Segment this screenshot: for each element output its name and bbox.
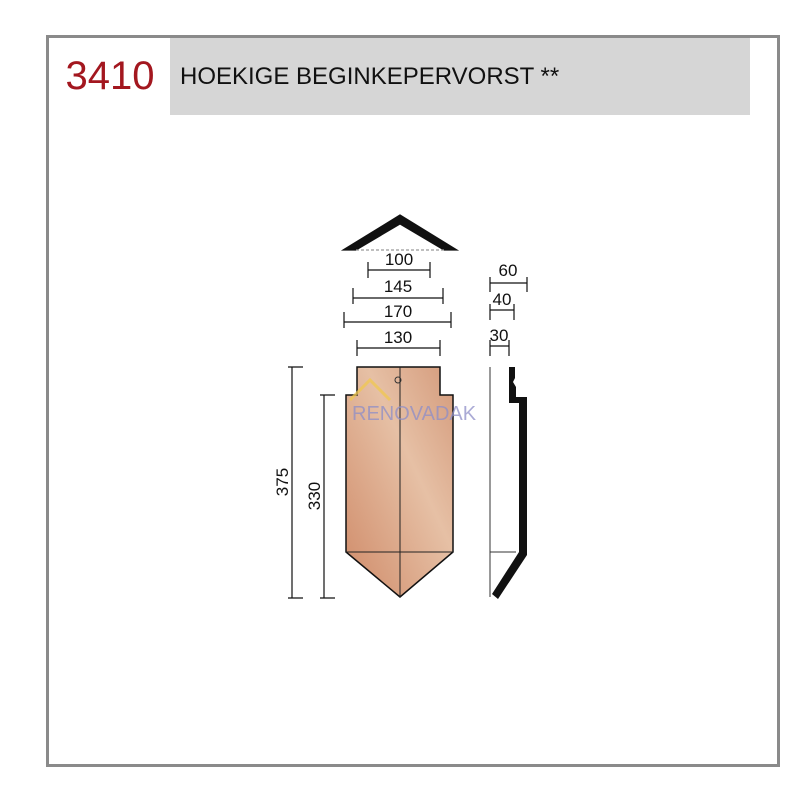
dim-330: 330 bbox=[305, 482, 324, 510]
ridge-cross-section bbox=[340, 214, 460, 251]
tile-side-view bbox=[489, 367, 527, 599]
dim-60: 60 bbox=[499, 261, 518, 280]
product-frame bbox=[46, 35, 780, 767]
watermark-logo: RENOVADAK bbox=[348, 377, 477, 425]
dim-145: 145 bbox=[384, 277, 412, 296]
dim-375: 375 bbox=[273, 468, 292, 496]
dim-170: 170 bbox=[384, 302, 412, 321]
dim-130: 130 bbox=[384, 328, 412, 347]
product-title: HOEKIGE BEGINKEPERVORST ** bbox=[180, 63, 560, 90]
product-code: 3410 bbox=[65, 54, 155, 98]
tile-front-view bbox=[345, 366, 454, 598]
dim-40: 40 bbox=[493, 290, 512, 309]
dim-100: 100 bbox=[385, 250, 413, 269]
title-band: HOEKIGE BEGINKEPERVORST ** bbox=[170, 38, 750, 115]
dim-30: 30 bbox=[490, 326, 509, 345]
watermark-text: RENOVADAK bbox=[352, 403, 477, 425]
